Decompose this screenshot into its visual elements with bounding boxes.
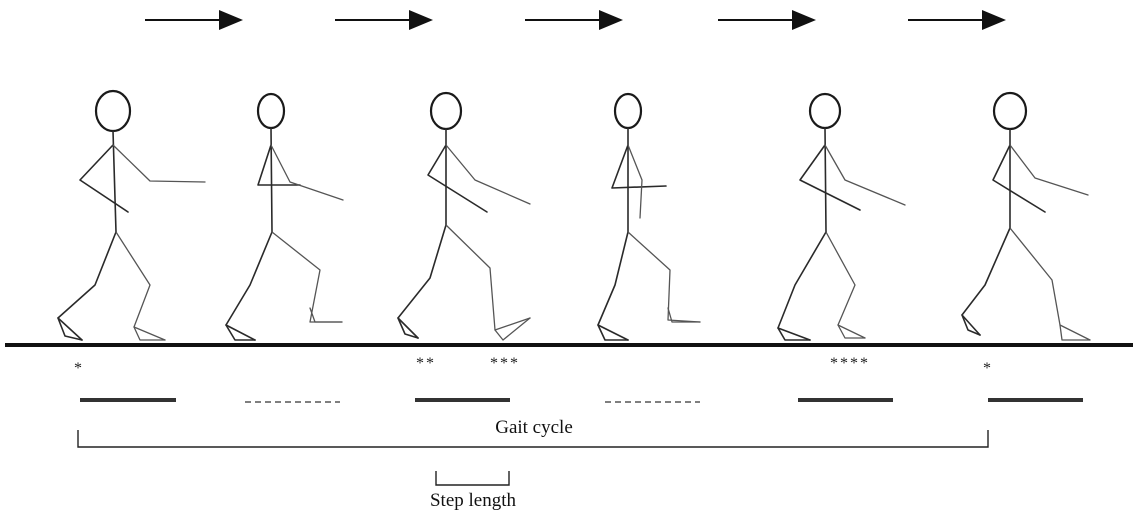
event-marker-3: *** [490, 355, 520, 372]
arrow-right-icon [908, 10, 1006, 30]
event-marker-4: **** [830, 355, 870, 372]
figure-leg-far [271, 231, 343, 323]
figure-foot-far [1059, 324, 1091, 341]
figure-torso [112, 130, 117, 233]
stick-figure-5 [777, 92, 906, 341]
figure-arm-far [445, 144, 531, 205]
figure-foot-near [597, 324, 629, 341]
figure-foot-near [777, 327, 811, 341]
figure-leg-far [115, 231, 166, 341]
figure-arm-near [257, 144, 301, 186]
figure-leg-near [225, 231, 273, 341]
step-length-label: Step length [430, 490, 517, 511]
event-markers: * ** *** **** * [74, 355, 993, 377]
figure-foot-near [397, 317, 419, 339]
figure-foot-far [494, 317, 531, 341]
event-marker-1: * [74, 360, 84, 377]
stick-figure-2 [225, 92, 344, 341]
figure-leg-far [627, 231, 701, 323]
figure-arm-near [611, 144, 667, 189]
direction-arrows [145, 10, 1006, 30]
figure-leg-near [57, 231, 117, 341]
figure-foot-far [667, 307, 701, 323]
arrow-right-icon [525, 10, 623, 30]
figure-arm-far [627, 144, 643, 219]
figure-leg-near [961, 227, 1011, 336]
figure-arm-near [992, 144, 1046, 213]
figure-arm-far [1009, 144, 1089, 196]
figure-torso [270, 127, 273, 233]
arrow-right-icon [335, 10, 433, 30]
event-marker-2: ** [416, 355, 436, 372]
figure-foot-near [961, 314, 981, 336]
figure-leg-near [777, 231, 827, 341]
figure-leg-far [1009, 227, 1091, 341]
figure-foot-far [133, 326, 166, 341]
figure-head [256, 92, 286, 130]
figure-head [808, 92, 842, 130]
event-marker-5: * [983, 360, 993, 377]
figure-leg-far [825, 231, 866, 339]
figure-foot-near [57, 317, 83, 341]
figure-leg-near [597, 231, 629, 341]
figure-arm-far [112, 144, 206, 183]
figure-head [429, 91, 463, 131]
figure-arm-near [799, 144, 861, 211]
stick-figure-1 [57, 89, 206, 341]
figure-foot-far [309, 307, 343, 323]
figure-foot-far [837, 324, 866, 339]
figure-head [992, 91, 1028, 131]
stick-figure-4 [597, 92, 701, 341]
arrow-right-icon [718, 10, 816, 30]
figure-foot-near [225, 324, 256, 341]
arrow-right-icon [145, 10, 243, 30]
walking-figures [57, 89, 1091, 341]
phase-bars [80, 398, 1083, 403]
figure-arm-near [79, 144, 129, 213]
gait-cycle-bracket [77, 430, 989, 448]
figure-head [94, 89, 132, 133]
figure-leg-far [445, 224, 531, 331]
step-length-bracket [435, 471, 510, 486]
stick-figure-3 [397, 91, 531, 341]
figure-torso [824, 127, 827, 233]
figure-arm-far [270, 144, 344, 201]
stick-figure-6 [961, 91, 1091, 341]
figure-arm-near [427, 144, 488, 213]
figure-arm-far [824, 144, 906, 206]
figure-head [613, 92, 643, 130]
figure-leg-near [397, 224, 447, 339]
gait-cycle-label: Gait cycle [495, 417, 573, 438]
